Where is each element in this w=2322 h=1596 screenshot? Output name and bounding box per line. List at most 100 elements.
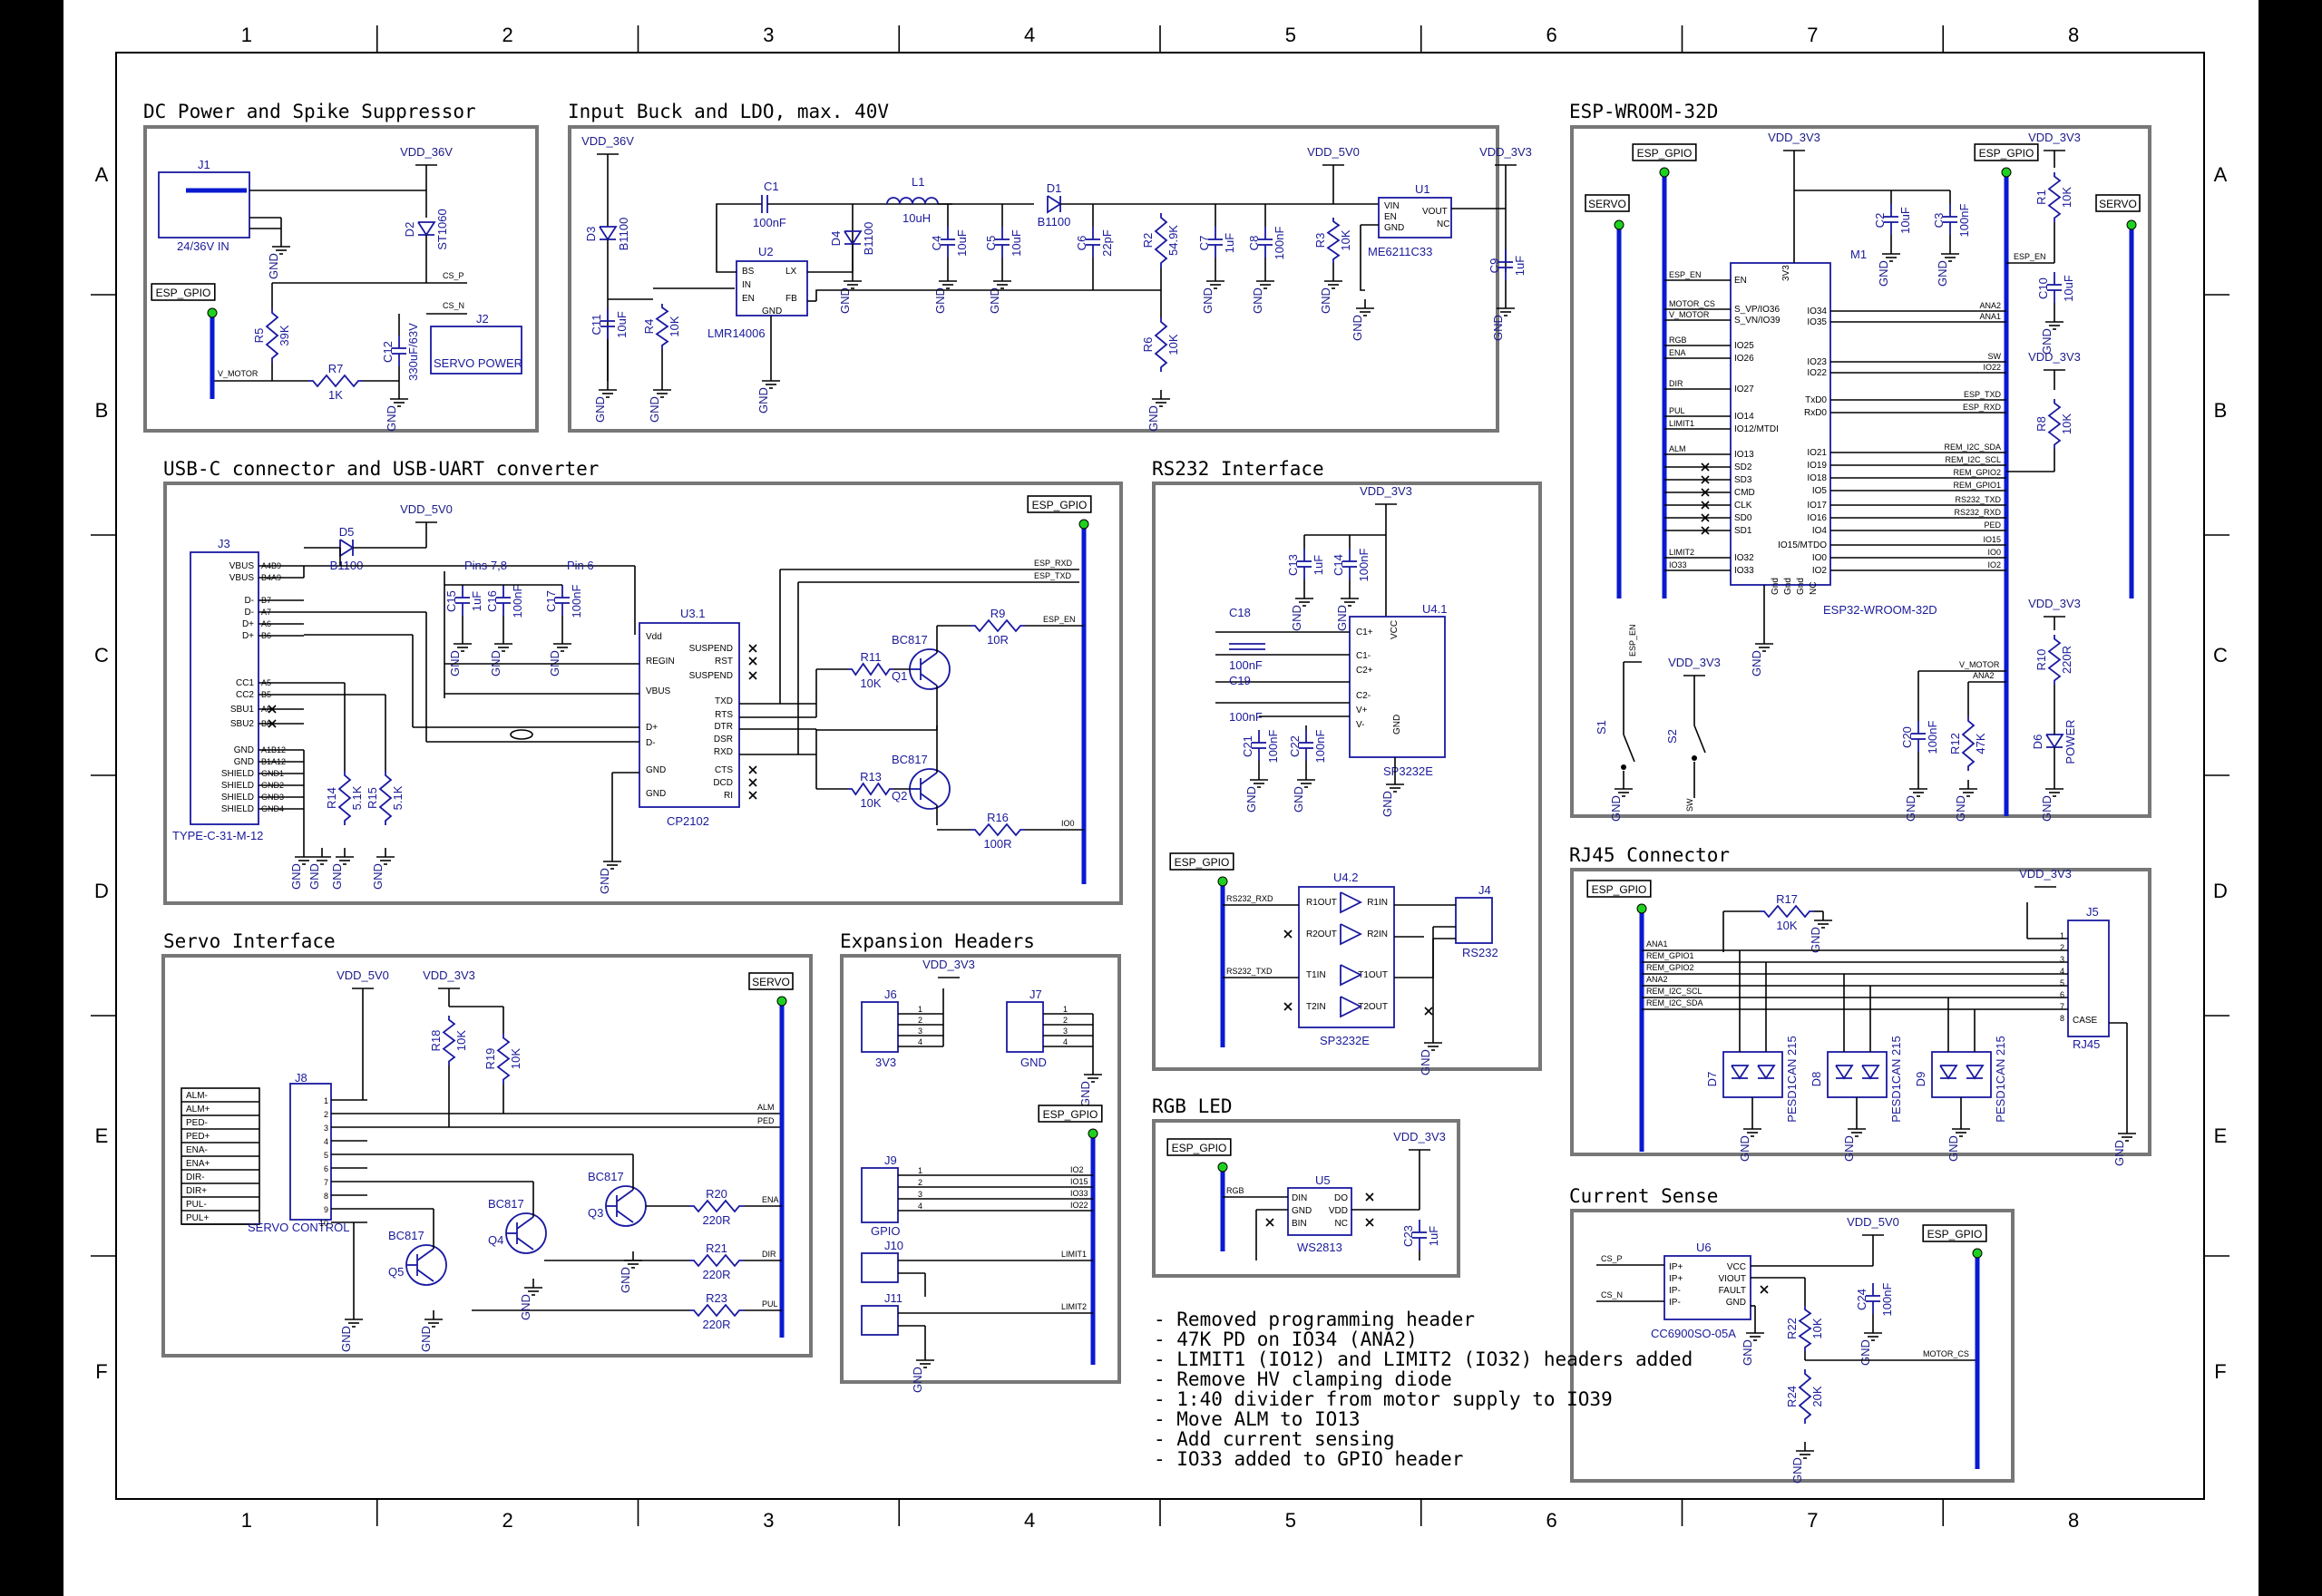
transistor-q2-value: BC817: [892, 753, 928, 766]
j8-pin: 2: [324, 1110, 328, 1119]
j9-pin: 1: [918, 1166, 922, 1175]
m1-right-pin-IO4: IO4: [1812, 526, 1828, 536]
header-j10: [861, 1252, 899, 1283]
resistor-r13: [848, 782, 893, 796]
sbu-nc: [268, 705, 277, 714]
resistor-r16-value: 100R: [983, 837, 1011, 851]
u6-pin-r: FAULT: [1719, 1286, 1746, 1296]
resistor-r11: [848, 662, 893, 676]
u5-pin-l: DIN: [1292, 1193, 1307, 1203]
gnd-c3-label: GND: [1936, 260, 1949, 287]
port-servo-esp2: [2095, 194, 2141, 212]
m1-right-net: SW: [1988, 352, 2002, 361]
gnd-d8-label: GND: [1842, 1135, 1856, 1162]
resistor-r14-ref: R14: [325, 787, 338, 809]
servo-signal-PED-: PED-: [186, 1118, 208, 1128]
u6-pin-r: VCC: [1727, 1262, 1746, 1272]
gnd-r4-label: GND: [648, 396, 661, 423]
transistor-q5-e: [416, 1269, 434, 1282]
net-esp-en: ESP_EN: [1043, 615, 1076, 624]
m1-right-pin-RxD0: RxD0: [1804, 408, 1827, 418]
j3-pin-SHIELD: SHIELD: [221, 793, 254, 803]
module-m1: [1730, 262, 1831, 586]
m1-right-net: PED: [1984, 521, 2001, 530]
block-frame-usb: [163, 482, 1123, 905]
port-esp-gpio-dc: [151, 283, 216, 301]
c19-ref: C19: [1229, 674, 1251, 687]
servo-signal-PUL-: PUL-: [186, 1200, 207, 1210]
s2-contact: [1692, 755, 1697, 761]
j3-pin-SHIELD: SHIELD: [221, 804, 254, 814]
net-limit2: LIMIT2: [1061, 1302, 1087, 1311]
j3-pin-VBUS: VBUS: [229, 561, 255, 571]
u1-ref: U1: [1415, 182, 1430, 196]
resistor-r2-ref: R2: [1141, 233, 1155, 248]
j3-pin-D-: D-: [244, 608, 254, 618]
u3-right-CTS: CTS: [715, 765, 733, 775]
port-servo: [748, 972, 794, 990]
port-servo-esp2-label: SERVO: [2099, 198, 2137, 210]
m1-right-pin-IO21: IO21: [1807, 448, 1827, 458]
j3-pin-VBUS: VBUS: [229, 573, 255, 583]
resistor-r14-value: 5.1K: [350, 785, 364, 810]
transistor-q4-c: [516, 1216, 534, 1230]
u3-right-DSR: DSR: [714, 735, 733, 744]
j8-pin: 7: [324, 1178, 328, 1187]
tvs-d8-a: [1835, 1065, 1854, 1080]
resistor-r24: [1798, 1369, 1812, 1424]
port-servo-label: SERVO: [752, 976, 790, 988]
u1-pin-vout: VOUT: [1422, 207, 1448, 217]
net-REM_GPIO2: REM_GPIO2: [1646, 963, 1694, 972]
j3-pin-CC1: CC1: [236, 678, 254, 688]
diode-d5-ref: D5: [339, 525, 355, 539]
column-label-bottom: 5: [1285, 1509, 1296, 1532]
block-title-rs232: RS232 Interface: [1152, 458, 1324, 480]
revision-note: - 1:40 divider from motor supply to IO39: [1154, 1388, 1613, 1410]
u2-pin-fb: FB: [785, 294, 797, 304]
ana2-label: ANA2: [1973, 671, 1995, 680]
bus-servo-esp2-node: [2126, 219, 2137, 230]
capacitor-c7-value: 1uF: [1223, 233, 1236, 253]
capacitor-c17-ref: C17: [544, 590, 558, 612]
gnd-c20-label: GND: [1904, 795, 1917, 822]
u3-right-SUSPEND: SUSPEND: [689, 644, 733, 654]
bus-esp-gpio-cs-node: [1972, 1248, 1983, 1259]
net-rs232-txd: RS232_TXD: [1226, 967, 1273, 976]
gnd-c22-label: GND: [1292, 786, 1305, 813]
nc-mark: [748, 765, 757, 774]
m1-right-pin-IO22: IO22: [1807, 368, 1827, 378]
m1-left-pin-CLK: CLK: [1734, 501, 1752, 511]
resistor-r22: [1798, 1306, 1812, 1351]
u6-pin-l: IP+: [1669, 1262, 1683, 1272]
net-esp-rxd: ESP_RXD: [1034, 559, 1073, 568]
capacitor-c8-value: 100nF: [1273, 227, 1286, 260]
port-esp-gpio-dc-label: ESP_GPIO: [156, 287, 211, 299]
revision-note: - IO33 added to GPIO header: [1154, 1448, 1463, 1470]
rail-vdd33-esp-label: VDD_3V3: [1768, 131, 1820, 144]
j3-pin-SHIELD: SHIELD: [221, 769, 254, 779]
capacitor-c5-value: 10uF: [1010, 229, 1023, 257]
j9-pin: 3: [918, 1190, 922, 1199]
capacitor-c24-value: 100nF: [1880, 1283, 1894, 1317]
gnd-m1-label: GND: [1750, 650, 1763, 676]
j4-value: RS232: [1462, 946, 1498, 959]
port-servo-esp: [1585, 194, 1630, 212]
u6-value: CC6900SO-05A: [1651, 1327, 1736, 1340]
inductor-l1: [912, 197, 926, 205]
resistor-r20-ref: R20: [706, 1187, 727, 1201]
m1-left-pin-IO32: IO32: [1734, 553, 1754, 563]
rail-vdd33-servo-label: VDD_3V3: [423, 968, 475, 982]
gnd-c8-label: GND: [1251, 287, 1264, 314]
resistor-r2: [1154, 213, 1168, 268]
capacitor-c11-value: 10uF: [615, 311, 629, 338]
m1-right-pin-IO5: IO5: [1812, 486, 1828, 496]
led-d6-value: POWER: [2063, 719, 2077, 764]
net-cs-p-in: CS_P: [1601, 1254, 1623, 1263]
resistor-r10-value: 220R: [2060, 646, 2073, 674]
nc-mark: [748, 657, 757, 666]
port-esp-gpio-rgb-label: ESP_GPIO: [1172, 1142, 1227, 1154]
resistor-r23: [689, 1303, 744, 1318]
s2-ref: S2: [1665, 729, 1679, 744]
resistor-r4: [655, 304, 669, 349]
gnd-c9-label: GND: [1491, 315, 1505, 341]
